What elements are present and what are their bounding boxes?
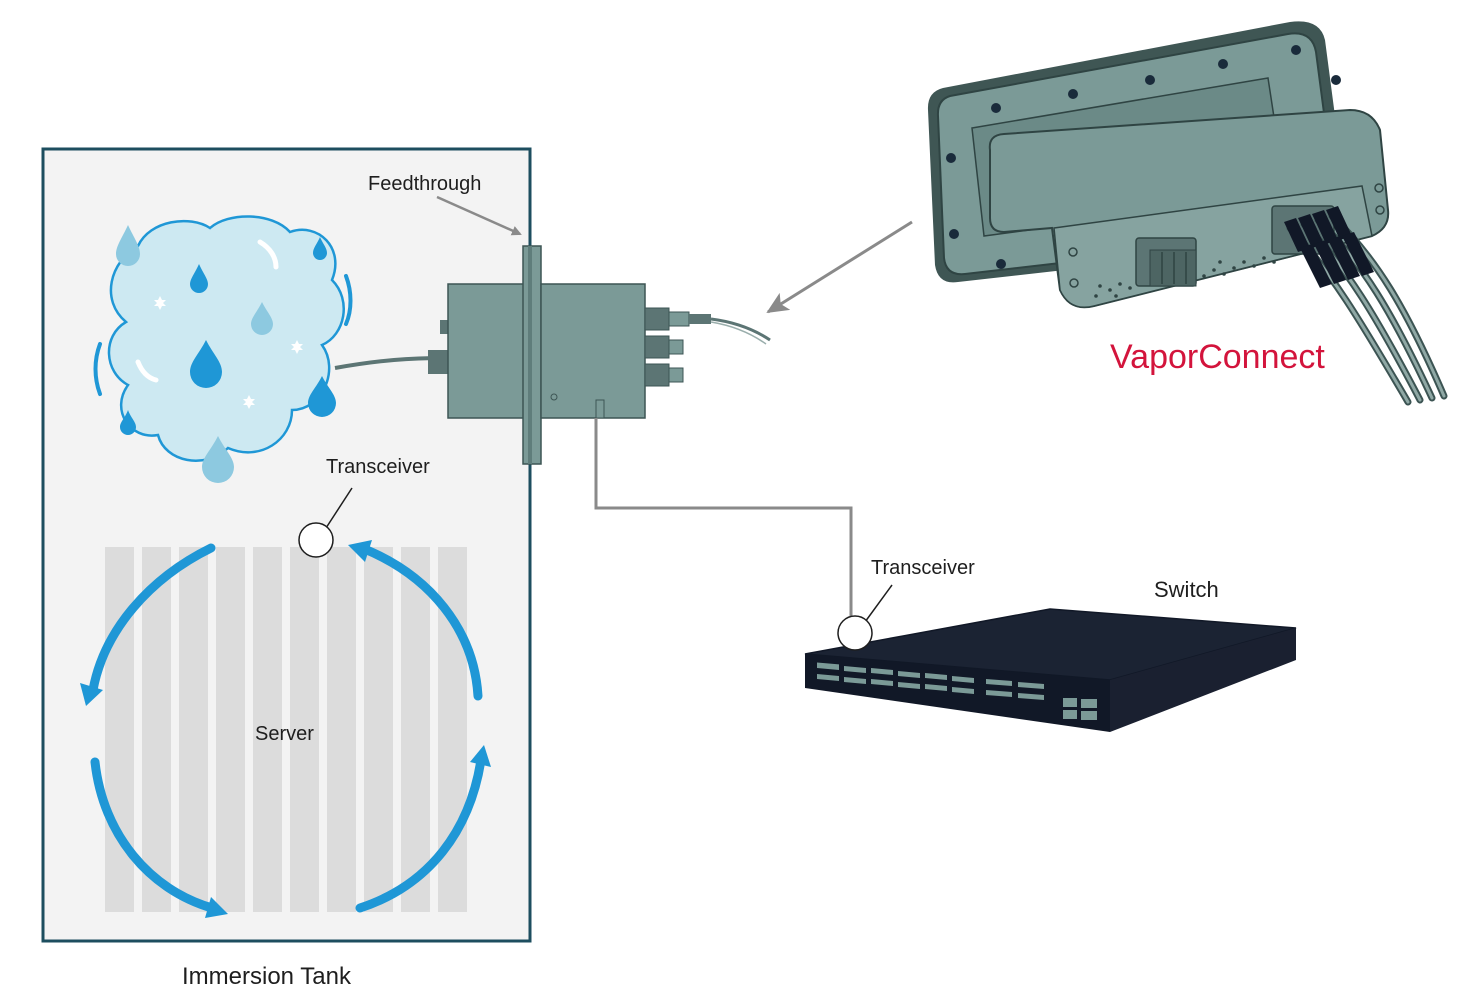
coolant-arrow-top-left (88, 543, 216, 695)
feedthrough-label: Feedthrough (368, 173, 481, 195)
water-drop-icon (120, 410, 136, 435)
immersion-tank-label: Immersion Tank (182, 963, 352, 990)
tank-transceiver-leader (325, 487, 353, 529)
coolant-arrow-bottom-right (355, 755, 486, 913)
output-fiber-cable (710, 317, 771, 342)
tank-transceiver-icon (298, 522, 334, 558)
water-drop-icon (190, 264, 208, 293)
vaporconnect-pointer-arrow (766, 220, 913, 314)
feedthrough-to-switch-cable (594, 418, 853, 618)
switch-label: Switch (1154, 577, 1219, 602)
coolant-arrow-bottom-left (90, 757, 217, 913)
water-drop-icon (116, 225, 140, 266)
water-drop-icon (308, 376, 336, 417)
vapor-cloud (93, 215, 353, 483)
coolant-arrowheads (80, 540, 491, 918)
coolant-arrow-top-right (357, 543, 483, 701)
water-drop-icon (202, 436, 234, 483)
switch-transceiver-icon (837, 615, 873, 651)
server-label: Server (255, 723, 314, 745)
tank-transceiver-label: Transceiver (326, 456, 430, 478)
switch-transceiver-leader (864, 584, 893, 623)
network-switch (804, 608, 1297, 732)
feedthrough-leader (436, 195, 522, 236)
server-rack (105, 547, 467, 912)
switch-transceiver-label: Transceiver (871, 557, 975, 579)
water-drop-icon (190, 340, 222, 388)
vaporconnect-brand-label: VaporConnect (1110, 338, 1325, 376)
water-drop-icon (313, 237, 327, 260)
vaporconnect-product-illustration (927, 21, 1448, 406)
water-drop-icon (251, 302, 273, 335)
feedthrough-connector (428, 245, 711, 465)
coolant-circulation-arrows (88, 543, 486, 913)
